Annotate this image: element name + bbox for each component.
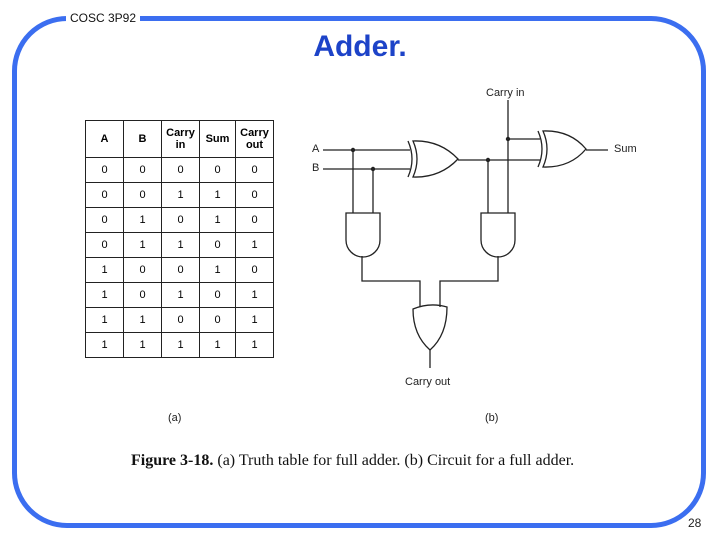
xor-gate-1	[407, 140, 459, 178]
table-cell: 1	[199, 182, 236, 208]
junction-dots	[350, 136, 511, 172]
and-gate-1	[345, 212, 381, 258]
sub-label-b: (b)	[485, 412, 499, 424]
table-cell: 0	[161, 307, 200, 333]
input-a-label: A	[312, 143, 320, 155]
table-cell: 1	[235, 307, 274, 333]
table-cell: 0	[235, 257, 274, 283]
column-header: Sum	[199, 120, 236, 158]
input-b-label: B	[312, 162, 320, 174]
table-cell: 0	[123, 157, 162, 183]
table-cell: 1	[85, 332, 124, 358]
sum-label: Sum	[614, 143, 637, 155]
slide-frame	[12, 16, 706, 528]
xor-gate-2	[537, 130, 587, 168]
table-cell: 0	[123, 282, 162, 308]
carry-in-label: Carry in	[486, 87, 525, 99]
table-cell: 0	[199, 232, 236, 258]
table-cell: 0	[235, 157, 274, 183]
table-cell: 1	[85, 257, 124, 283]
course-label: COSC 3P92	[66, 11, 141, 25]
carry-out-label: Carry out	[405, 376, 451, 388]
and-gate-2	[480, 212, 516, 258]
table-cell: 1	[161, 332, 200, 358]
table-cell: 0	[199, 157, 236, 183]
or-gate	[412, 304, 448, 351]
figure-caption: Figure 3-18. (a) Truth table for full ad…	[131, 452, 574, 470]
sub-label-a: (a)	[168, 412, 182, 424]
table-cell: 0	[235, 182, 274, 208]
table-cell: 0	[85, 232, 124, 258]
page-number: 28	[688, 516, 702, 530]
table-cell: 0	[123, 257, 162, 283]
figure-number: Figure 3-18.	[131, 452, 214, 469]
slide-title: Adder.	[313, 30, 407, 63]
wires	[323, 100, 608, 368]
table-cell: 1	[235, 332, 274, 358]
column-header: A	[85, 120, 124, 158]
caption-text: (a) Truth table for full adder. (b) Circ…	[213, 452, 575, 469]
